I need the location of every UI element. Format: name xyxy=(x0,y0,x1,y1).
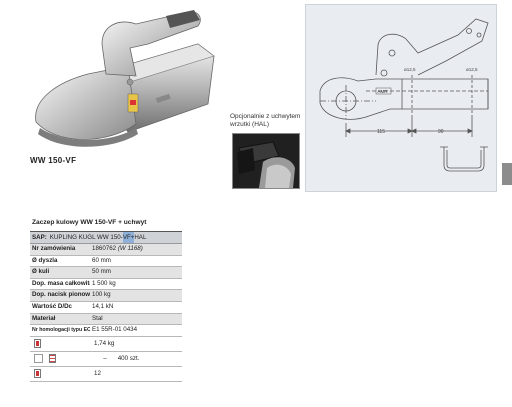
row-note: (W 1168) xyxy=(117,245,143,252)
row-label: Ø dyszla xyxy=(32,256,58,264)
weight-icon xyxy=(34,339,41,349)
optional-handle-photo xyxy=(232,133,300,189)
row-value: 14,1 kN xyxy=(92,302,114,310)
row-label: Nr zamówienia xyxy=(32,245,76,252)
row-label: Nr homologacji typu ECE xyxy=(32,327,90,334)
brand-mark: AMR xyxy=(378,89,389,94)
row-value: E1 55R-01 0434 xyxy=(92,326,138,334)
row-label: Dop. nacisk pionowy S xyxy=(32,291,90,299)
pack-count: 12 xyxy=(94,369,101,377)
table-row: Nr zamówienia 1860762 (W 1168) xyxy=(30,244,182,256)
pallet-dash: – xyxy=(103,354,107,362)
table-row: Nr homologacji typu ECE E1 55R-01 0434 xyxy=(30,325,182,337)
row-value: 1860762 xyxy=(92,245,117,252)
dimension-left: 115 xyxy=(377,129,385,135)
row-value: Stal xyxy=(92,314,103,322)
hole-diameter-left: ø12,5 xyxy=(404,67,416,72)
row-value: 50 mm xyxy=(92,268,111,276)
technical-drawing: 115 90 ø12,5 ø12,5 AMR xyxy=(305,4,497,192)
side-tab xyxy=(502,163,512,185)
pallet-icon xyxy=(49,354,56,364)
sap-value-highlight: VF+ xyxy=(122,232,135,243)
model-caption: WW 150-VF xyxy=(30,156,77,165)
weight-value: 1,74 kg xyxy=(94,339,115,347)
hole-diameter-right: ø12,5 xyxy=(466,67,478,72)
pallet-count: 400 szt. xyxy=(117,354,140,362)
pallet-row: – 400 szt. xyxy=(30,352,182,367)
coupler-photo xyxy=(35,10,215,147)
weight-row: 1,74 kg xyxy=(30,337,182,352)
table-row: Wartość D/Dc 14,1 kN xyxy=(30,302,182,314)
optional-handle-caption: Opcjonalnie z uchwytem wrzutki (HAL) xyxy=(230,113,301,128)
box-icon xyxy=(34,354,43,364)
spec-table-title: Zaczep kulowy WW 150-VF + uchwyt xyxy=(30,218,182,232)
table-row: Dop. nacisk pionowy S 100 kg xyxy=(30,290,182,302)
pack-icon xyxy=(34,369,41,379)
sap-row: SAP: KUPLING KUGL WW 150-VF+HAL xyxy=(30,232,182,244)
sap-value-post: HAL xyxy=(134,234,147,241)
table-row: Ø kuli 50 mm xyxy=(30,267,182,279)
dimension-right: 90 xyxy=(438,129,444,135)
row-value: 60 mm xyxy=(92,256,111,264)
table-row: Dop. masa całkowita 1 500 kg xyxy=(30,279,182,291)
sap-label: SAP: xyxy=(32,234,47,241)
table-row: Ø dyszla 60 mm xyxy=(30,256,182,268)
row-label: Ø kuli xyxy=(32,268,50,276)
row-label: Wartość D/Dc xyxy=(32,302,72,310)
sap-value-pre: KUPLING KUGL WW 150- xyxy=(49,234,123,241)
pack-row: 12 xyxy=(30,367,182,382)
spec-table: Zaczep kulowy WW 150-VF + uchwyt SAP: KU… xyxy=(30,218,182,382)
row-value: 100 kg xyxy=(92,291,111,299)
row-value: 1 500 kg xyxy=(92,279,116,287)
row-label: Materiał xyxy=(32,314,56,322)
table-row: Materiał Stal xyxy=(30,313,182,326)
row-label: Dop. masa całkowita xyxy=(32,279,90,287)
